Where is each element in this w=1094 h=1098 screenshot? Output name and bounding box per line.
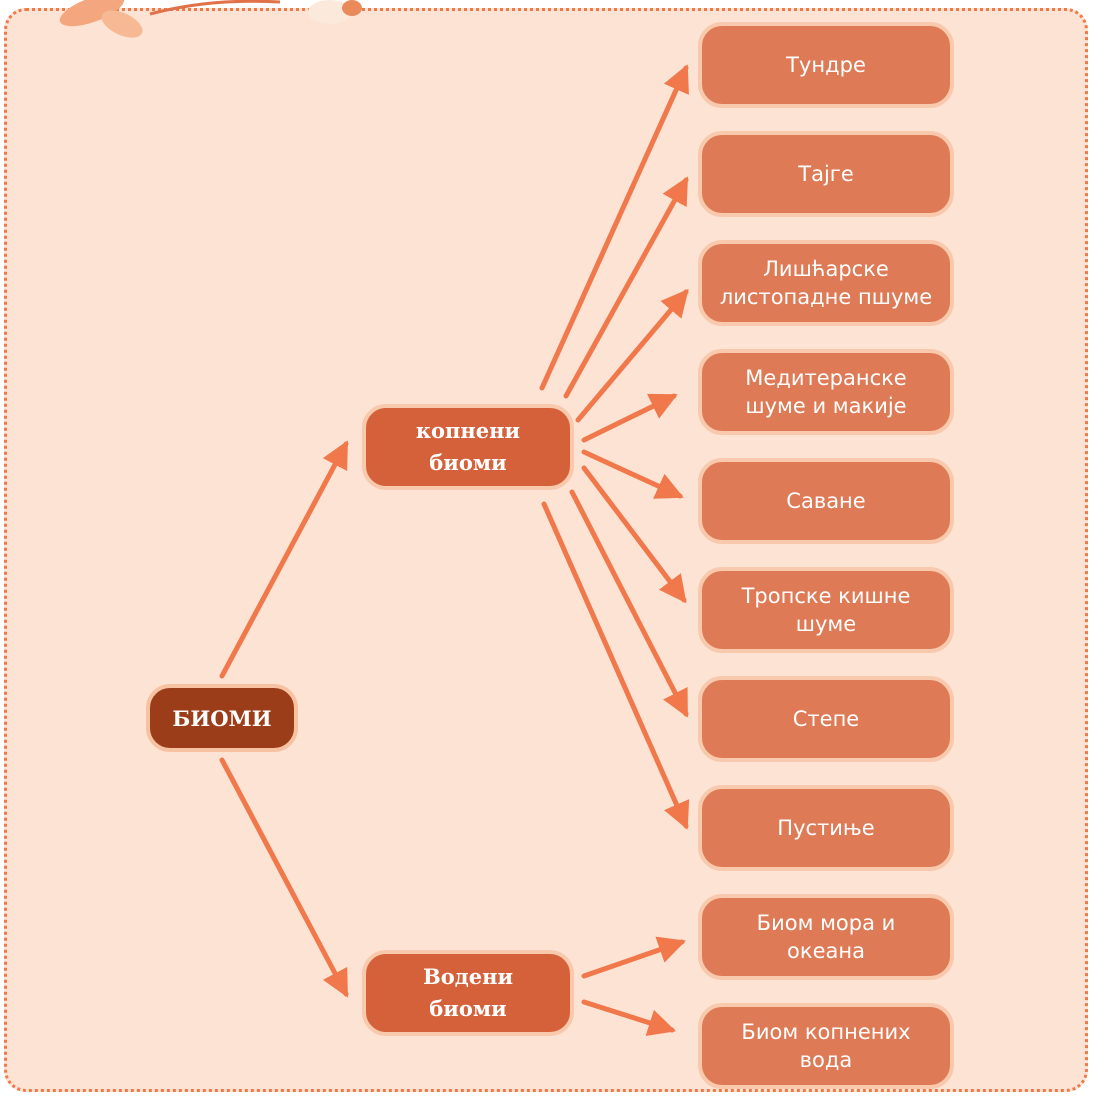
- arrow-root-to-water: [219, 757, 349, 998]
- arrow-to-freshwater: [581, 999, 676, 1037]
- arrow-to-sea: [581, 936, 686, 979]
- leaf-label: Тропске кишне шуме: [741, 584, 911, 636]
- group-label: Водени биоми: [422, 964, 514, 1021]
- arrow-to-steppes: [569, 489, 689, 718]
- root-node-biomes: БИОМИ: [146, 684, 298, 752]
- group-label: копнени биоми: [415, 418, 521, 475]
- arrow-root-to-land: [219, 440, 349, 679]
- leaf-node-savannas: Саване: [698, 458, 954, 544]
- arrow-to-tropical: [581, 465, 687, 604]
- arrow-to-savannas: [581, 449, 684, 499]
- leaf-node-taiga: Тајге: [698, 131, 954, 217]
- group-node-water-biomes: Водени биоми: [362, 950, 574, 1036]
- leaf-node-steppes: Степе: [698, 676, 954, 762]
- leaf-label: Тајге: [798, 162, 854, 186]
- leaf-node-freshwater-biome: Биом копнених вода: [698, 1003, 954, 1089]
- leaf-node-tropical-rainforests: Тропске кишне шуме: [698, 567, 954, 653]
- leaf-ornament-icon: [59, 0, 362, 38]
- leaf-node-deciduous-forests: Лишћарске листопадне пшуме: [698, 240, 954, 326]
- leaf-label: Биом мора и океана: [756, 911, 896, 963]
- arrow-to-taiga: [563, 176, 689, 399]
- leaf-node-sea-ocean-biome: Биом мора и океана: [698, 894, 954, 980]
- arrow-to-tundra: [539, 64, 689, 391]
- leaf-label: Медитеранске шуме и макије: [745, 366, 907, 418]
- leaf-node-tundra: Тундре: [698, 22, 954, 108]
- arrow-to-deciduous: [575, 288, 689, 423]
- arrow-to-deserts: [541, 501, 690, 830]
- root-label: БИОМИ: [172, 705, 272, 731]
- leaf-label: Биом копнених вода: [741, 1020, 911, 1072]
- arrow-to-mediterranean: [581, 393, 678, 443]
- leaf-label: Тундре: [786, 53, 866, 77]
- leaf-label: Степе: [792, 707, 860, 731]
- leaf-node-deserts: Пустиње: [698, 785, 954, 871]
- group-node-land-biomes: копнени биоми: [362, 404, 574, 490]
- leaf-node-mediterranean-forests: Медитеранске шуме и макије: [698, 349, 954, 435]
- leaf-label: Лишћарске листопадне пшуме: [719, 257, 933, 309]
- leaf-label: Саване: [786, 489, 866, 513]
- leaf-label: Пустиње: [777, 816, 875, 840]
